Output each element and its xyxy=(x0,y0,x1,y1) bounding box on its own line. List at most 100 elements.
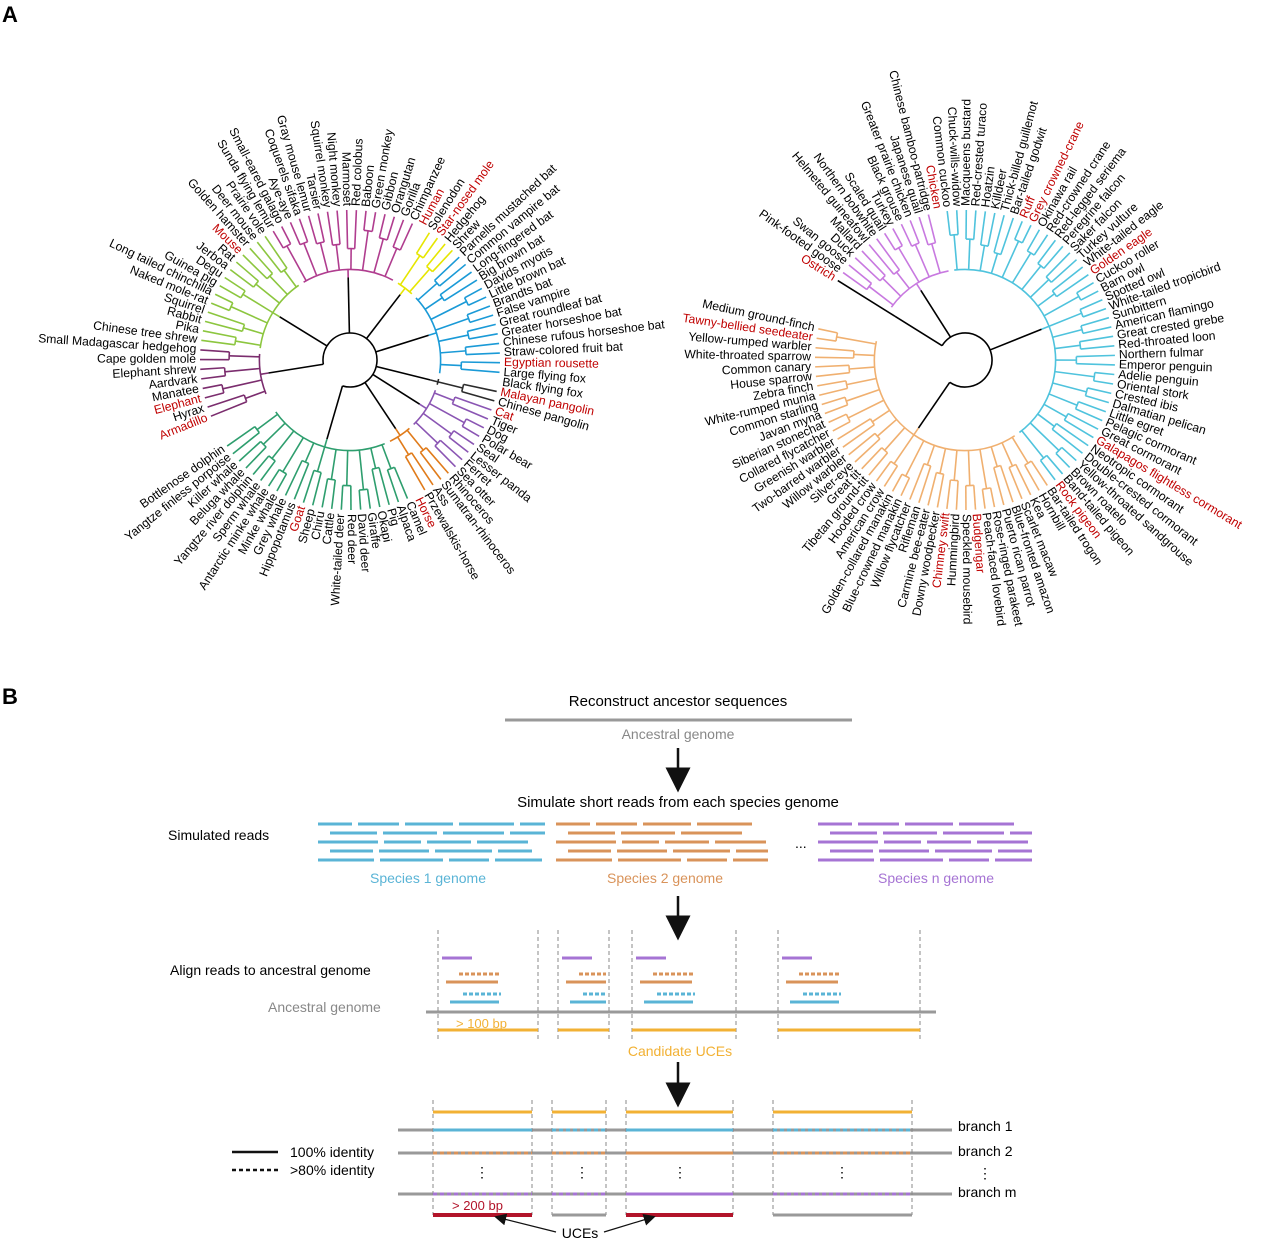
gt100-label: > 100 bp xyxy=(456,1016,507,1031)
bird-pair-link xyxy=(1012,437,1028,463)
mammal-leaf-branch xyxy=(332,480,336,509)
bird-leaf-branch xyxy=(928,473,936,506)
mammal-pair-link xyxy=(416,422,438,443)
bird-pair-link xyxy=(940,448,945,473)
mammal-leaf-branch xyxy=(211,303,229,310)
mammal-pair-link xyxy=(272,431,294,458)
mammal-leaf-branch xyxy=(303,470,314,502)
mammal-leaf-branch xyxy=(236,262,258,281)
vertical-ellipsis: ⋮ xyxy=(673,1164,687,1180)
step-reconstruct: Reconstruct ancestor sequences xyxy=(569,693,787,710)
bird-pair-link xyxy=(915,245,929,277)
mammal-pair-link xyxy=(320,243,327,272)
bird-leaf-branch xyxy=(1015,221,1022,239)
bird-leaf-branch xyxy=(957,210,958,234)
mammal-leaf-branch xyxy=(341,485,342,509)
bird-leaf-branch xyxy=(1052,429,1082,453)
mammal-leaf-branch xyxy=(215,294,233,303)
bird-pair-link xyxy=(1038,414,1055,426)
bird-pair-link xyxy=(1002,443,1012,466)
gt200-label: > 200 bp xyxy=(452,1198,503,1213)
bird-pair-link xyxy=(927,445,934,465)
mammal-leaf-branch xyxy=(468,297,486,305)
bird-pair-link xyxy=(1053,330,1082,338)
bird-pair-link xyxy=(894,435,914,464)
bird-pair-link xyxy=(1002,241,1018,277)
bird-leaf-branch xyxy=(838,419,871,439)
mammal-pair-link xyxy=(434,393,453,401)
mammal-leaf-branch xyxy=(246,447,266,468)
bird-leaf-branch xyxy=(843,425,874,447)
mammal-clade-link xyxy=(430,380,438,382)
mammal-clade-link xyxy=(400,288,405,294)
bird-leaf-branch xyxy=(1064,420,1093,438)
mammal-pair-link xyxy=(331,450,336,480)
mammal-leaf-branch xyxy=(433,250,453,271)
mammal-pair-link xyxy=(243,328,263,334)
mammal-leaf-branch xyxy=(467,306,490,315)
mammal-leaf-branch xyxy=(205,393,224,398)
bird-pair-link xyxy=(897,272,910,288)
panel-label-b: B xyxy=(2,684,18,709)
bird-pair-link xyxy=(1044,404,1066,417)
panel-label-a: A xyxy=(2,2,18,27)
bird-pair-link xyxy=(885,428,905,451)
mammal-leaf-branch xyxy=(462,426,479,436)
legend-80-identity: >80% identity xyxy=(290,1162,374,1178)
mammal-pair-link xyxy=(229,356,259,357)
mammal-pair-link xyxy=(436,319,469,331)
bird-leaf-branch xyxy=(974,210,976,239)
bird-pair-link xyxy=(1053,383,1087,392)
bird-leaf-branch xyxy=(1095,373,1115,375)
bird-pair-link xyxy=(1044,296,1079,315)
mammal-leaf-branch xyxy=(359,490,360,510)
bird-pair-link xyxy=(846,390,879,401)
bird-pair-link xyxy=(872,410,889,422)
bird-leaf-branch xyxy=(869,453,888,475)
bird-leaf-branch xyxy=(1057,275,1089,297)
bird-leaf-branch xyxy=(1085,396,1108,403)
mammal-leaf-branch xyxy=(400,224,412,250)
mammal-pair-link xyxy=(363,231,369,270)
mammal-pair-link xyxy=(305,443,313,462)
branch-2-label: branch 2 xyxy=(958,1143,1013,1159)
bird-leaf-branch xyxy=(937,474,943,507)
bird-leaf-branch xyxy=(815,357,854,358)
mammal-leaf-branch xyxy=(372,469,380,507)
bird-leaf-branch xyxy=(1087,388,1111,393)
bird-leaf-branch xyxy=(893,474,902,491)
candidate-uces-label: Candidate UCEs xyxy=(628,1043,732,1059)
bird-clade-arc xyxy=(954,269,1055,432)
vertical-ellipsis: ⋮ xyxy=(475,1164,489,1180)
bird-clade-stem xyxy=(990,329,1042,350)
bird-pair-link xyxy=(980,245,984,270)
mammal-pair-link xyxy=(431,302,467,320)
mammal-leaf-branch xyxy=(412,453,433,485)
bird-pair-link xyxy=(847,378,877,384)
mammal-leaf-branch xyxy=(227,427,255,446)
bird-leaf-branch xyxy=(893,228,902,245)
uce-arrow-right xyxy=(604,1218,650,1232)
bird-leaf-branch xyxy=(849,433,875,454)
bird-leaf-branch xyxy=(1077,283,1094,293)
mammal-leaf-label: Red deer xyxy=(345,514,359,564)
legend-100-identity: 100% identity xyxy=(290,1144,374,1160)
mammal-leaf-branch xyxy=(201,340,235,344)
mammal-clade-stem xyxy=(269,364,324,373)
bird-leaf-branch xyxy=(901,478,909,496)
mammal-leaf-branch xyxy=(440,264,466,286)
mammal-pair-link xyxy=(223,380,262,389)
mammal-leaf-branch xyxy=(285,461,302,496)
branch-m-label: branch m xyxy=(958,1184,1016,1200)
bird-leaf-branch xyxy=(994,468,1004,505)
mammal-leaf-branch xyxy=(233,433,259,454)
bird-leaf-branch xyxy=(1056,453,1070,467)
mammal-clade-stem xyxy=(327,386,343,439)
bird-clade-stem xyxy=(921,290,951,337)
bird-pair-link xyxy=(899,248,919,282)
bird-leaf-branch xyxy=(919,217,928,245)
bird-leaf-branch xyxy=(869,245,894,275)
mammal-leaf-branch xyxy=(364,211,366,230)
bird-leaf-branch xyxy=(910,220,919,243)
